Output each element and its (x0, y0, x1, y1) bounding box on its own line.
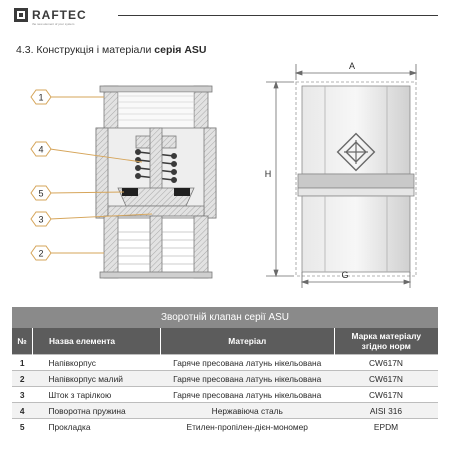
chamber-left-wall (95, 127, 109, 219)
header-grade: Марка матеріалу згідно норм (334, 328, 438, 355)
seat-ring (107, 205, 205, 217)
raftec-logo-icon (14, 8, 28, 22)
row-num: 2 (12, 370, 33, 387)
row-material: Нержавіюча сталь (160, 402, 334, 419)
table-caption: Зворотній клапан серії ASU (12, 307, 438, 328)
row-grade: AISI 316 (334, 402, 438, 419)
callout-badges: 1 4 5 3 2 (30, 89, 52, 261)
brand-tagline: the new element of your system (32, 22, 75, 26)
valve-drawing: 1 4 5 3 2 (30, 61, 418, 288)
body-logo-icon (336, 132, 376, 172)
gasket-right (174, 188, 190, 196)
table-row: 2 Напівкорпус малий Гаряче пресована лат… (12, 370, 438, 387)
row-grade: CW617N (334, 386, 438, 403)
middle-collar (297, 173, 415, 189)
row-name: Напівкорпус малий (32, 370, 161, 387)
row-material: Етилен-пропілен-дієн-мономер (160, 418, 334, 434)
lower-body-right-wall (193, 215, 209, 279)
row-name: Шток з тарілкою (32, 386, 161, 403)
dimension-g-label: G (341, 270, 348, 280)
row-material: Гаряче пресована латунь нікельована (160, 370, 334, 387)
header-material: Матеріал (160, 328, 335, 355)
row-grade: CW617N (334, 354, 438, 371)
dimension-g (300, 272, 412, 288)
materials-table: Зворотній клапан серії ASU № Назва елеме… (12, 307, 438, 434)
section-title: 4.3. Конструкція і матеріали серія ASU (16, 44, 207, 56)
dimension-a (294, 64, 418, 80)
callout-label-5: 5 (38, 189, 43, 199)
callout-label-4: 4 (38, 145, 43, 155)
table-row: 4 Поворотна пружина Нержавіюча сталь AIS… (12, 402, 438, 419)
row-material: Гаряче пресована латунь нікельована (160, 354, 334, 371)
row-grade: CW617N (334, 370, 438, 387)
upper-bore (118, 92, 194, 128)
dimension-h (266, 80, 294, 278)
row-name: Напівкорпус (32, 354, 161, 371)
table-row: 1 Напівкорпус Гаряче пресована латунь ні… (12, 354, 438, 371)
page-header: RAFTEC the new element of your system (0, 0, 450, 34)
exterior-view: A H G (265, 61, 418, 288)
row-num: 3 (12, 386, 33, 403)
materials-grid: № Назва елемента Матеріал Марка матеріал… (12, 328, 438, 434)
row-num: 5 (12, 418, 33, 434)
row-num: 4 (12, 402, 33, 419)
cross-section-view: 1 4 5 3 2 (30, 85, 217, 279)
row-num: 1 (12, 354, 33, 371)
brand-logo: RAFTEC (14, 8, 87, 22)
collar-band (297, 187, 415, 197)
chamber-right-wall (203, 127, 217, 219)
callout-label-2: 2 (38, 249, 43, 259)
section-title-series: серія ASU (154, 44, 207, 56)
table-header-row: № Назва елемента Матеріал Марка матеріал… (12, 328, 438, 355)
table-row: 3 Шток з тарілкою Гаряче пресована латун… (12, 386, 438, 403)
header-name: Назва елемента (32, 328, 161, 355)
row-material: Гаряче пресована латунь нікельована (160, 386, 334, 403)
section-title-prefix: 4.3. Конструкція і матеріали (16, 44, 155, 56)
callout-label-3: 3 (38, 215, 43, 225)
callout-label-1: 1 (38, 93, 43, 103)
callout-badge-4 (30, 141, 52, 157)
row-grade: EPDM (334, 418, 438, 434)
callout-lines (49, 96, 153, 254)
lower-hex-body (301, 195, 411, 273)
lower-thread (118, 231, 194, 265)
upper-body-top-rim (99, 85, 213, 93)
dimension-h-label: H (265, 169, 272, 179)
gasket-left (122, 188, 138, 196)
table-row: 5 Прокладка Етилен-пропілен-дієн-мономер… (12, 418, 438, 434)
dimension-a-label: A (349, 61, 355, 71)
row-name: Поворотна пружина (32, 402, 161, 419)
callout-badge-5 (30, 185, 52, 201)
header-num: № (12, 328, 33, 355)
header-divider (118, 15, 438, 16)
lower-body-left-wall (103, 215, 119, 279)
callout-badge-3 (30, 211, 52, 227)
callout-badge-2 (30, 245, 52, 261)
brand-name: RAFTEC (32, 8, 87, 22)
callout-badge-1 (30, 89, 52, 105)
row-name: Прокладка (32, 418, 161, 434)
outline-dashed (295, 81, 417, 277)
lower-body-bottom-rim (99, 271, 213, 279)
